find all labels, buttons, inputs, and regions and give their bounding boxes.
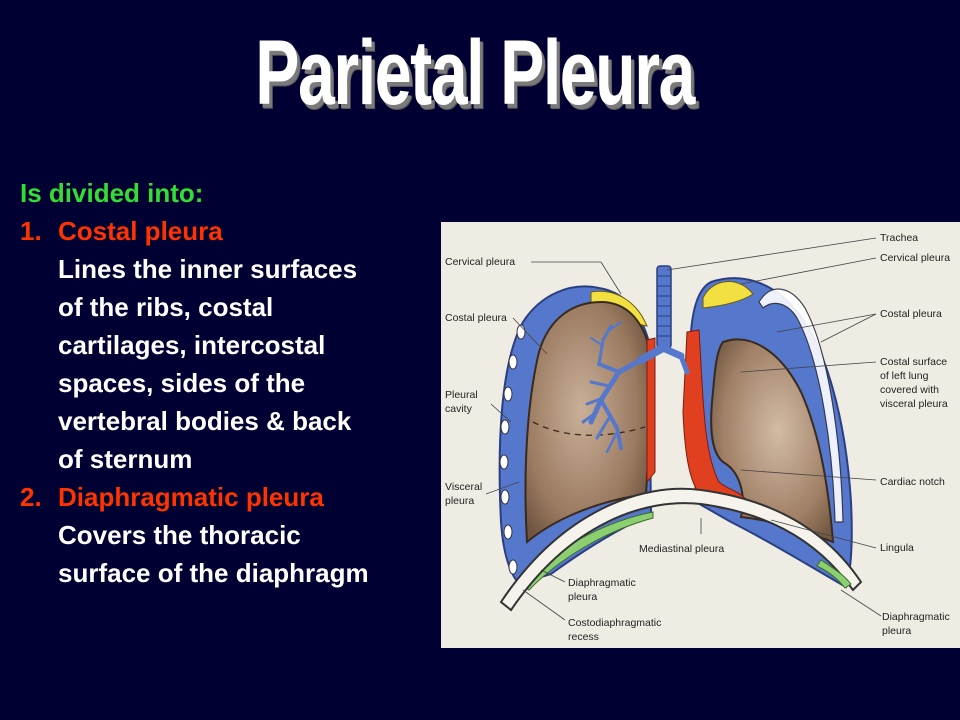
label-costal-surface-2: of left lung [880,370,929,382]
slide-title: Parietal Pleura [255,22,695,124]
rib-markings [499,324,526,575]
item-1-line: of sternum [58,444,193,474]
item-2-title: Diaphragmatic pleura [58,482,324,512]
item-2-number: 2. [20,482,42,512]
label-pleural-cavity-1: Pleural [445,389,478,401]
label-cardiac-notch: Cardiac notch [880,476,945,488]
label-diaphragmatic-left-1: Diaphragmatic [568,577,636,589]
label-costodiaphragmatic-1: Costodiaphragmatic [568,617,661,629]
item-1-line: spaces, sides of the [58,368,306,398]
label-visceral-pleura-2: pleura [445,495,474,507]
diaphragm [499,487,863,612]
mediastinal-pleura-left [646,337,656,484]
pleura-diagram: Trachea Cervical pleura Costal pleura Co… [441,222,960,648]
label-lingula: Lingula [880,542,914,554]
item-1-line: cartilages, intercostal [58,330,326,360]
item-1-number: 1. [20,216,42,246]
bronchial-tree [581,321,690,454]
label-costal-surface-1: Costal surface [880,356,947,368]
label-trachea: Trachea [880,232,918,244]
bullet-list: Is divided into: 1. Costal pleura Lines … [20,174,440,592]
item-1-heading: 1. Costal pleura [20,212,440,250]
label-pleural-cavity-2: cavity [445,403,473,415]
item-1-title: Costal pleura [58,216,223,246]
right-cervical-pleura [702,281,754,309]
label-costal-surface-4: visceral pleura [880,398,948,410]
label-cervical-pleura-right: Cervical pleura [880,252,950,264]
label-diaphragmatic-right-2: pleura [882,625,911,637]
trachea-rings [657,275,671,337]
label-cervical-pleura-left: Cervical pleura [445,256,515,268]
label-costal-pleura-right: Costal pleura [880,308,942,320]
label-costal-pleura-left: Costal pleura [445,312,507,324]
item-2-heading: 2. Diaphragmatic pleura [20,478,440,516]
intro-text: Is divided into: [20,178,204,208]
item-1-line: vertebral bodies & back [58,406,352,436]
item-1-line: Lines the inner surfaces [58,254,358,284]
item-2-line: surface of the diaphragm [58,558,369,588]
label-costodiaphragmatic-2: recess [568,631,599,643]
label-costal-surface-3: covered with [880,384,939,396]
label-mediastinal-pleura: Mediastinal pleura [639,543,724,555]
label-diaphragmatic-right-1: Diaphragmatic [882,611,950,623]
right-rib [758,288,844,523]
label-visceral-pleura-1: Visceral [445,481,482,493]
left-lung-fissure [532,421,646,436]
right-diaphragmatic-pleura [816,559,852,589]
leader-lines [485,237,882,621]
item-1-line: of the ribs, costal [58,292,274,322]
item-2-line: Covers the thoracic [58,520,301,550]
label-diaphragmatic-left-2: pleura [568,591,597,603]
